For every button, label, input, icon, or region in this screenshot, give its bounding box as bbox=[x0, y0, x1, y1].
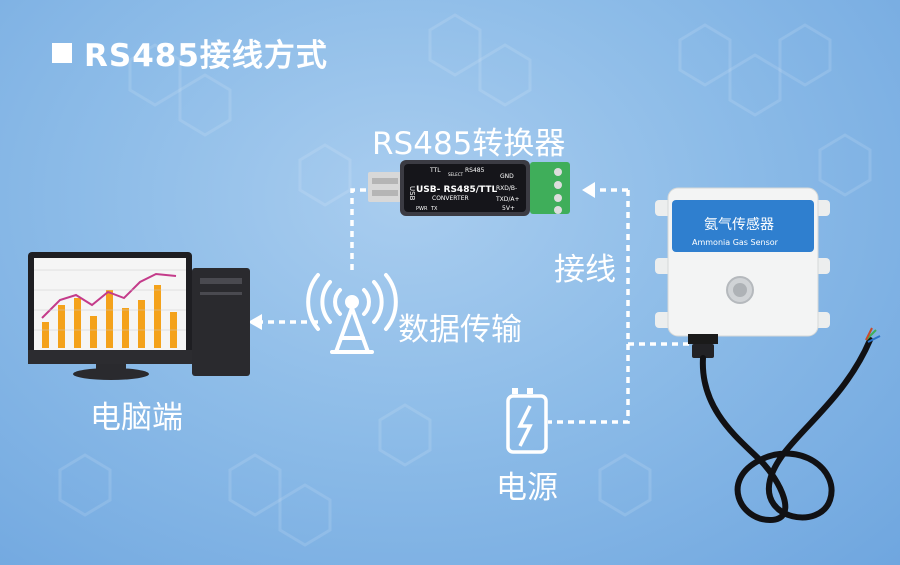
antenna-icon bbox=[306, 273, 398, 354]
converter-main-text: USB- RS485/TTL bbox=[416, 185, 497, 195]
usb-converter-device: USB USB- RS485/TTL CONVERTER TTL SELECT … bbox=[368, 160, 570, 216]
select-text: SELECT bbox=[448, 172, 464, 177]
computer-label: 电脑端 bbox=[90, 400, 183, 436]
usb-text: USB bbox=[408, 186, 416, 201]
ttl-text: TTL bbox=[429, 167, 441, 174]
ammonia-sensor-device: 氨气传感器 Ammonia Gas Sensor bbox=[655, 187, 881, 524]
power-label: 电源 bbox=[496, 470, 558, 506]
pin-5v: 5V+ bbox=[502, 205, 515, 212]
pin-rxd: RXD/B- bbox=[496, 185, 517, 192]
computer-icon bbox=[28, 252, 250, 380]
battery-icon bbox=[506, 388, 548, 454]
data-transfer-label: 数据传输 bbox=[398, 312, 522, 348]
converter-sub-text: CONVERTER bbox=[432, 195, 469, 202]
rs485-small-text: RS485 bbox=[465, 167, 485, 174]
pin-txd: TXD/A+ bbox=[495, 196, 520, 203]
wiring-label: 接线 bbox=[554, 252, 616, 288]
page-title: RS485接线方式 bbox=[52, 30, 328, 75]
pin-gnd: GND bbox=[500, 173, 514, 180]
converter-label: RS485转换器 bbox=[372, 126, 566, 162]
title-square-icon bbox=[52, 42, 72, 63]
tx-text: TX bbox=[430, 206, 438, 212]
arrow-to-converter-icon bbox=[582, 182, 595, 198]
converter-to-antenna-line bbox=[350, 188, 372, 270]
wiring-vertical-line bbox=[548, 190, 630, 424]
sensor-name-cn: 氨气传感器 bbox=[704, 216, 774, 233]
terminal-block bbox=[530, 162, 570, 214]
arrow-to-computer-icon bbox=[248, 314, 262, 330]
connection-lines bbox=[262, 188, 690, 424]
pwr-text: PWR bbox=[416, 206, 428, 212]
title-text: RS485接线方式 bbox=[84, 38, 328, 74]
sensor-name-en: Ammonia Gas Sensor bbox=[692, 238, 779, 247]
